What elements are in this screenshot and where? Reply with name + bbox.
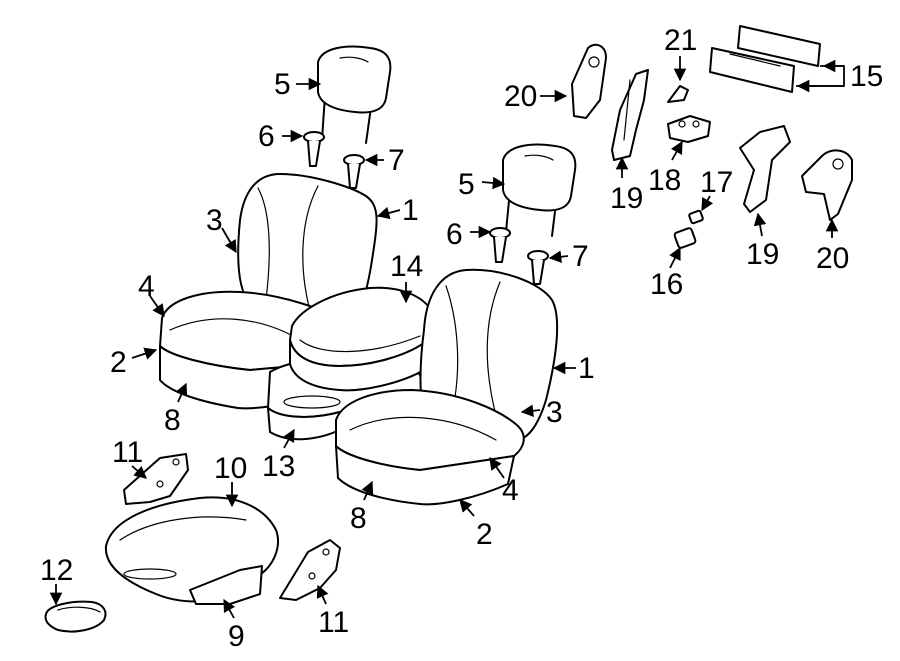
callout-5a: 5 [274,68,291,101]
leader-lines [49,56,845,619]
bracket-11-lower [279,539,341,601]
callout-1b: 1 [578,352,595,385]
bracket-11-upper [123,453,189,505]
bushing-17 [688,209,704,225]
switch-12 [44,600,107,633]
callout-6a: 6 [258,120,275,153]
headrest-guide-left-6 [303,131,325,167]
headrest-guide-right-7 [527,250,549,285]
callout-11a: 11 [112,436,143,469]
trim-panel-19-right [739,125,791,213]
callout-19b: 19 [746,238,779,271]
seat-cushion-right [335,389,525,506]
callout-10: 10 [214,452,247,485]
callout-14: 14 [390,250,423,283]
track-15 [709,25,821,93]
callout-8b: 8 [350,502,367,535]
callout-12: 12 [40,554,73,587]
callout-7b: 7 [572,240,589,273]
callout-1a: 1 [402,194,419,227]
callout-3a: 3 [206,204,223,237]
hinge-cover-20-lower [801,149,853,221]
hinge-cover-20-upper [571,43,607,119]
callout-labels: 1 1 2 2 3 3 4 4 5 5 6 6 7 7 8 8 9 10 11 … [40,24,883,653]
callout-17: 17 [700,166,733,199]
block-18 [667,115,711,143]
callout-18: 18 [648,164,681,197]
callout-2a: 2 [110,346,127,379]
callout-7a: 7 [388,144,405,177]
headrest-left [317,45,392,144]
callout-8a: 8 [164,404,181,437]
headrest-right [502,143,577,237]
callout-6b: 6 [446,218,463,251]
callout-13: 13 [262,450,295,483]
callout-11b: 11 [318,606,349,639]
callout-15: 15 [850,60,883,93]
callout-9: 9 [228,620,245,653]
callout-20b: 20 [816,242,849,275]
clip-21 [667,85,689,103]
callout-19a: 19 [610,182,643,215]
callout-4b: 4 [502,474,519,507]
callout-20a: 20 [504,80,537,113]
callout-3b: 3 [546,396,563,429]
headrest-guide-right-6 [489,227,511,263]
callout-5b: 5 [458,168,475,201]
callout-16: 16 [650,268,683,301]
pad-9 [189,565,263,605]
trim-panel-19-left [611,69,649,161]
callout-2b: 2 [476,518,493,551]
headrest-guide-left-7 [343,154,365,189]
spring-16 [673,227,697,249]
callout-4a: 4 [138,270,155,303]
callout-21: 21 [664,24,697,57]
